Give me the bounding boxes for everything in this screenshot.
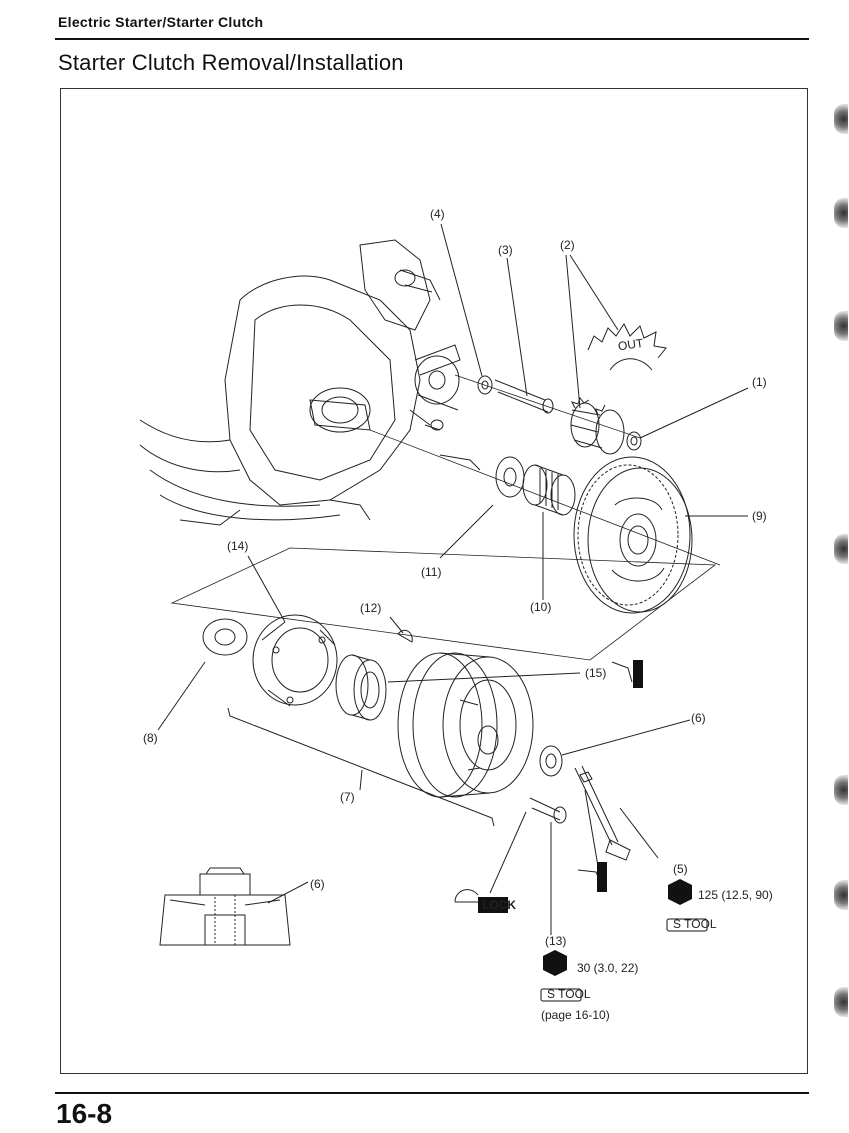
callout-10: (10): [530, 600, 551, 614]
tool-label-5: S TOOL: [673, 917, 717, 931]
starter-driven-gear: [573, 456, 693, 614]
page-tab-marker: [834, 987, 848, 1017]
engine-case-drawing: [139, 239, 481, 526]
footer-rule: [55, 1092, 809, 1094]
callout-11: (11): [421, 565, 441, 579]
callout-4: (4): [430, 207, 445, 221]
callout-6-detail: (6): [310, 877, 325, 891]
page-title: Starter Clutch Removal/Installation: [58, 50, 404, 75]
diagram-frame: [60, 88, 808, 1074]
page-tab-marker: [834, 880, 848, 910]
callout-1: (1): [752, 375, 767, 389]
bolt5-torque: 125 (12.5, 90): [698, 888, 773, 902]
callout-9: (9): [752, 509, 767, 523]
section-header: Electric Starter/Starter Clutch: [58, 14, 264, 30]
callout-14: (14): [227, 539, 248, 553]
callout-3: (3): [498, 243, 513, 257]
one-way-clutch: [252, 614, 338, 707]
callout-5: (5): [673, 862, 688, 876]
gear-out-mark: OUT: [617, 336, 645, 353]
page-tab-marker: [834, 775, 848, 805]
callout-12: (12): [360, 601, 381, 615]
callout-15: (15): [585, 666, 606, 680]
reduction-gear: [570, 396, 625, 455]
flywheel-bolt-section: [159, 867, 309, 946]
tool-label-13: S TOOL: [547, 987, 591, 1001]
page-reference: (page 16-10): [541, 1008, 610, 1022]
page-tab-marker: [834, 198, 848, 228]
callout-7: (7): [340, 790, 355, 804]
page-number: 16-8: [56, 1098, 113, 1129]
page-tab-marker: [834, 104, 848, 134]
callout-13: (13): [545, 934, 566, 948]
lock-label: LOCK: [482, 898, 516, 912]
callout-6: (6): [691, 711, 706, 725]
bolt13-torque: 30 (3.0, 22): [577, 961, 638, 975]
header-rule: [55, 38, 809, 40]
page-tab-marker: [834, 311, 848, 341]
flywheel: [397, 652, 534, 798]
page-tab-marker: [834, 534, 848, 564]
callout-8: (8): [143, 731, 158, 745]
callout-2: (2): [560, 238, 575, 252]
